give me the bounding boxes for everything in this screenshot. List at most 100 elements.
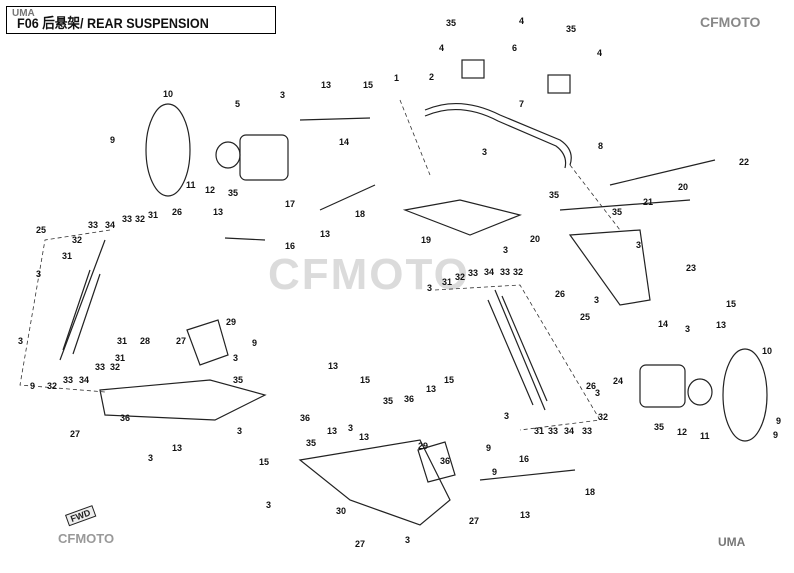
callout-c29: 19 bbox=[421, 235, 431, 245]
callout-c112: 13 bbox=[520, 510, 530, 520]
callout-c106: 16 bbox=[519, 454, 529, 464]
callout-c41: 31 bbox=[148, 210, 158, 220]
callout-c69: 10 bbox=[762, 346, 772, 356]
callout-c105: 9 bbox=[486, 443, 491, 453]
callout-c27: 21 bbox=[643, 197, 653, 207]
callout-c115: 27 bbox=[355, 539, 365, 549]
callout-c9: 7 bbox=[519, 99, 524, 109]
callout-c83: 15 bbox=[444, 375, 454, 385]
callout-c48: 31 bbox=[442, 277, 452, 287]
callout-c15: 14 bbox=[339, 137, 349, 147]
page-title: F06 后悬架/ REAR SUSPENSION bbox=[17, 15, 209, 31]
cfmoto-watermark: CFMOTO bbox=[268, 250, 470, 299]
callout-c28: 35 bbox=[549, 190, 559, 200]
callout-c32: 3 bbox=[503, 245, 508, 255]
callout-c49: 32 bbox=[455, 272, 465, 282]
callout-c111: 18 bbox=[585, 487, 595, 497]
callout-c90: 35 bbox=[383, 396, 393, 406]
callout-c72: 32 bbox=[110, 362, 120, 372]
callout-c84: 27 bbox=[70, 429, 80, 439]
callout-c16: 9 bbox=[110, 135, 115, 145]
callout-c108: 13 bbox=[359, 432, 369, 442]
callout-c40: 32 bbox=[135, 214, 145, 224]
callout-c57: 25 bbox=[580, 312, 590, 322]
callout-c109: 3 bbox=[348, 423, 353, 433]
callout-c113: 30 bbox=[336, 506, 346, 516]
callout-c61: 29 bbox=[226, 317, 236, 327]
callout-c30: 35 bbox=[612, 207, 622, 217]
callout-c98: 32 bbox=[598, 412, 608, 422]
callout-c114: 27 bbox=[469, 516, 479, 526]
callout-c97: 33 bbox=[582, 426, 592, 436]
callout-c47: 3 bbox=[427, 283, 432, 293]
callout-c54: 26 bbox=[555, 289, 565, 299]
lower-a-arm-left bbox=[99, 379, 267, 421]
bolt-18-upper bbox=[319, 184, 376, 211]
callout-c17: 11 bbox=[186, 180, 196, 190]
assembly-line-1 bbox=[399, 99, 431, 176]
title-box: F06 后悬架/ REAR SUSPENSION bbox=[6, 6, 276, 34]
callout-c82: 13 bbox=[426, 384, 436, 394]
callout-c99: 35 bbox=[654, 422, 664, 432]
callout-c119: 9 bbox=[492, 467, 497, 477]
assembly-line-center-shock bbox=[434, 284, 601, 431]
callout-c5: 35 bbox=[566, 24, 576, 34]
callout-c71: 31 bbox=[115, 353, 125, 363]
callout-c85: 36 bbox=[120, 413, 130, 423]
callout-c103: 9 bbox=[776, 416, 781, 426]
left-shock-axis bbox=[59, 239, 106, 361]
callout-c76: 35 bbox=[233, 375, 243, 385]
right-brake-disc bbox=[722, 348, 768, 442]
bolt-16-left bbox=[224, 237, 266, 241]
callout-c56: 15 bbox=[726, 299, 736, 309]
callout-c60: 13 bbox=[716, 320, 726, 330]
stabilizer-bar-inner bbox=[424, 108, 567, 169]
callout-c95: 33 bbox=[548, 426, 558, 436]
callout-c81: 15 bbox=[360, 375, 370, 385]
callout-c21: 13 bbox=[320, 229, 330, 239]
left-hub-carrier bbox=[239, 134, 289, 181]
callout-c101: 11 bbox=[700, 431, 710, 441]
callout-c92: 13 bbox=[327, 426, 337, 436]
callout-c4: 6 bbox=[512, 43, 517, 53]
callout-c35: 25 bbox=[36, 225, 46, 235]
callout-c26: 20 bbox=[678, 182, 688, 192]
callout-c51: 34 bbox=[484, 267, 494, 277]
callout-c68: 9 bbox=[30, 381, 35, 391]
bracket-left bbox=[461, 59, 485, 79]
callout-c24: 8 bbox=[598, 141, 603, 151]
callout-c116: 3 bbox=[405, 535, 410, 545]
callout-c118: 36 bbox=[440, 456, 450, 466]
left-shock-body bbox=[62, 269, 101, 355]
callout-c22: 18 bbox=[355, 209, 365, 219]
callout-c100: 12 bbox=[677, 427, 687, 437]
callout-c39: 33 bbox=[122, 214, 132, 224]
assembly-line-left-shock bbox=[19, 229, 111, 393]
callout-c50: 33 bbox=[468, 268, 478, 278]
callout-c23: 3 bbox=[482, 147, 487, 157]
bolt-20 bbox=[559, 199, 691, 211]
callout-c80: 13 bbox=[328, 361, 338, 371]
callout-c6: 4 bbox=[597, 48, 602, 58]
guard-29-left bbox=[186, 319, 229, 366]
callout-c94: 31 bbox=[534, 426, 544, 436]
callout-c2: 4 bbox=[519, 16, 524, 26]
stabilizer-bar bbox=[424, 102, 572, 166]
callout-c34: 23 bbox=[686, 263, 696, 273]
callout-c8: 2 bbox=[429, 72, 434, 82]
left-bearing bbox=[215, 141, 241, 169]
bracket-right bbox=[547, 74, 571, 94]
callout-c79: 3 bbox=[595, 388, 600, 398]
callout-c87: 3 bbox=[148, 453, 153, 463]
guard-29-center bbox=[417, 441, 456, 483]
callout-c59: 3 bbox=[685, 324, 690, 334]
callout-c96: 34 bbox=[564, 426, 574, 436]
callout-c91: 36 bbox=[404, 394, 414, 404]
callout-c25: 22 bbox=[739, 157, 749, 167]
center-shock-body bbox=[487, 295, 548, 406]
uma-logo-small: UMA bbox=[12, 8, 35, 19]
callout-c19: 35 bbox=[228, 188, 238, 198]
callout-c43: 13 bbox=[213, 207, 223, 217]
callout-c58: 14 bbox=[658, 319, 668, 329]
